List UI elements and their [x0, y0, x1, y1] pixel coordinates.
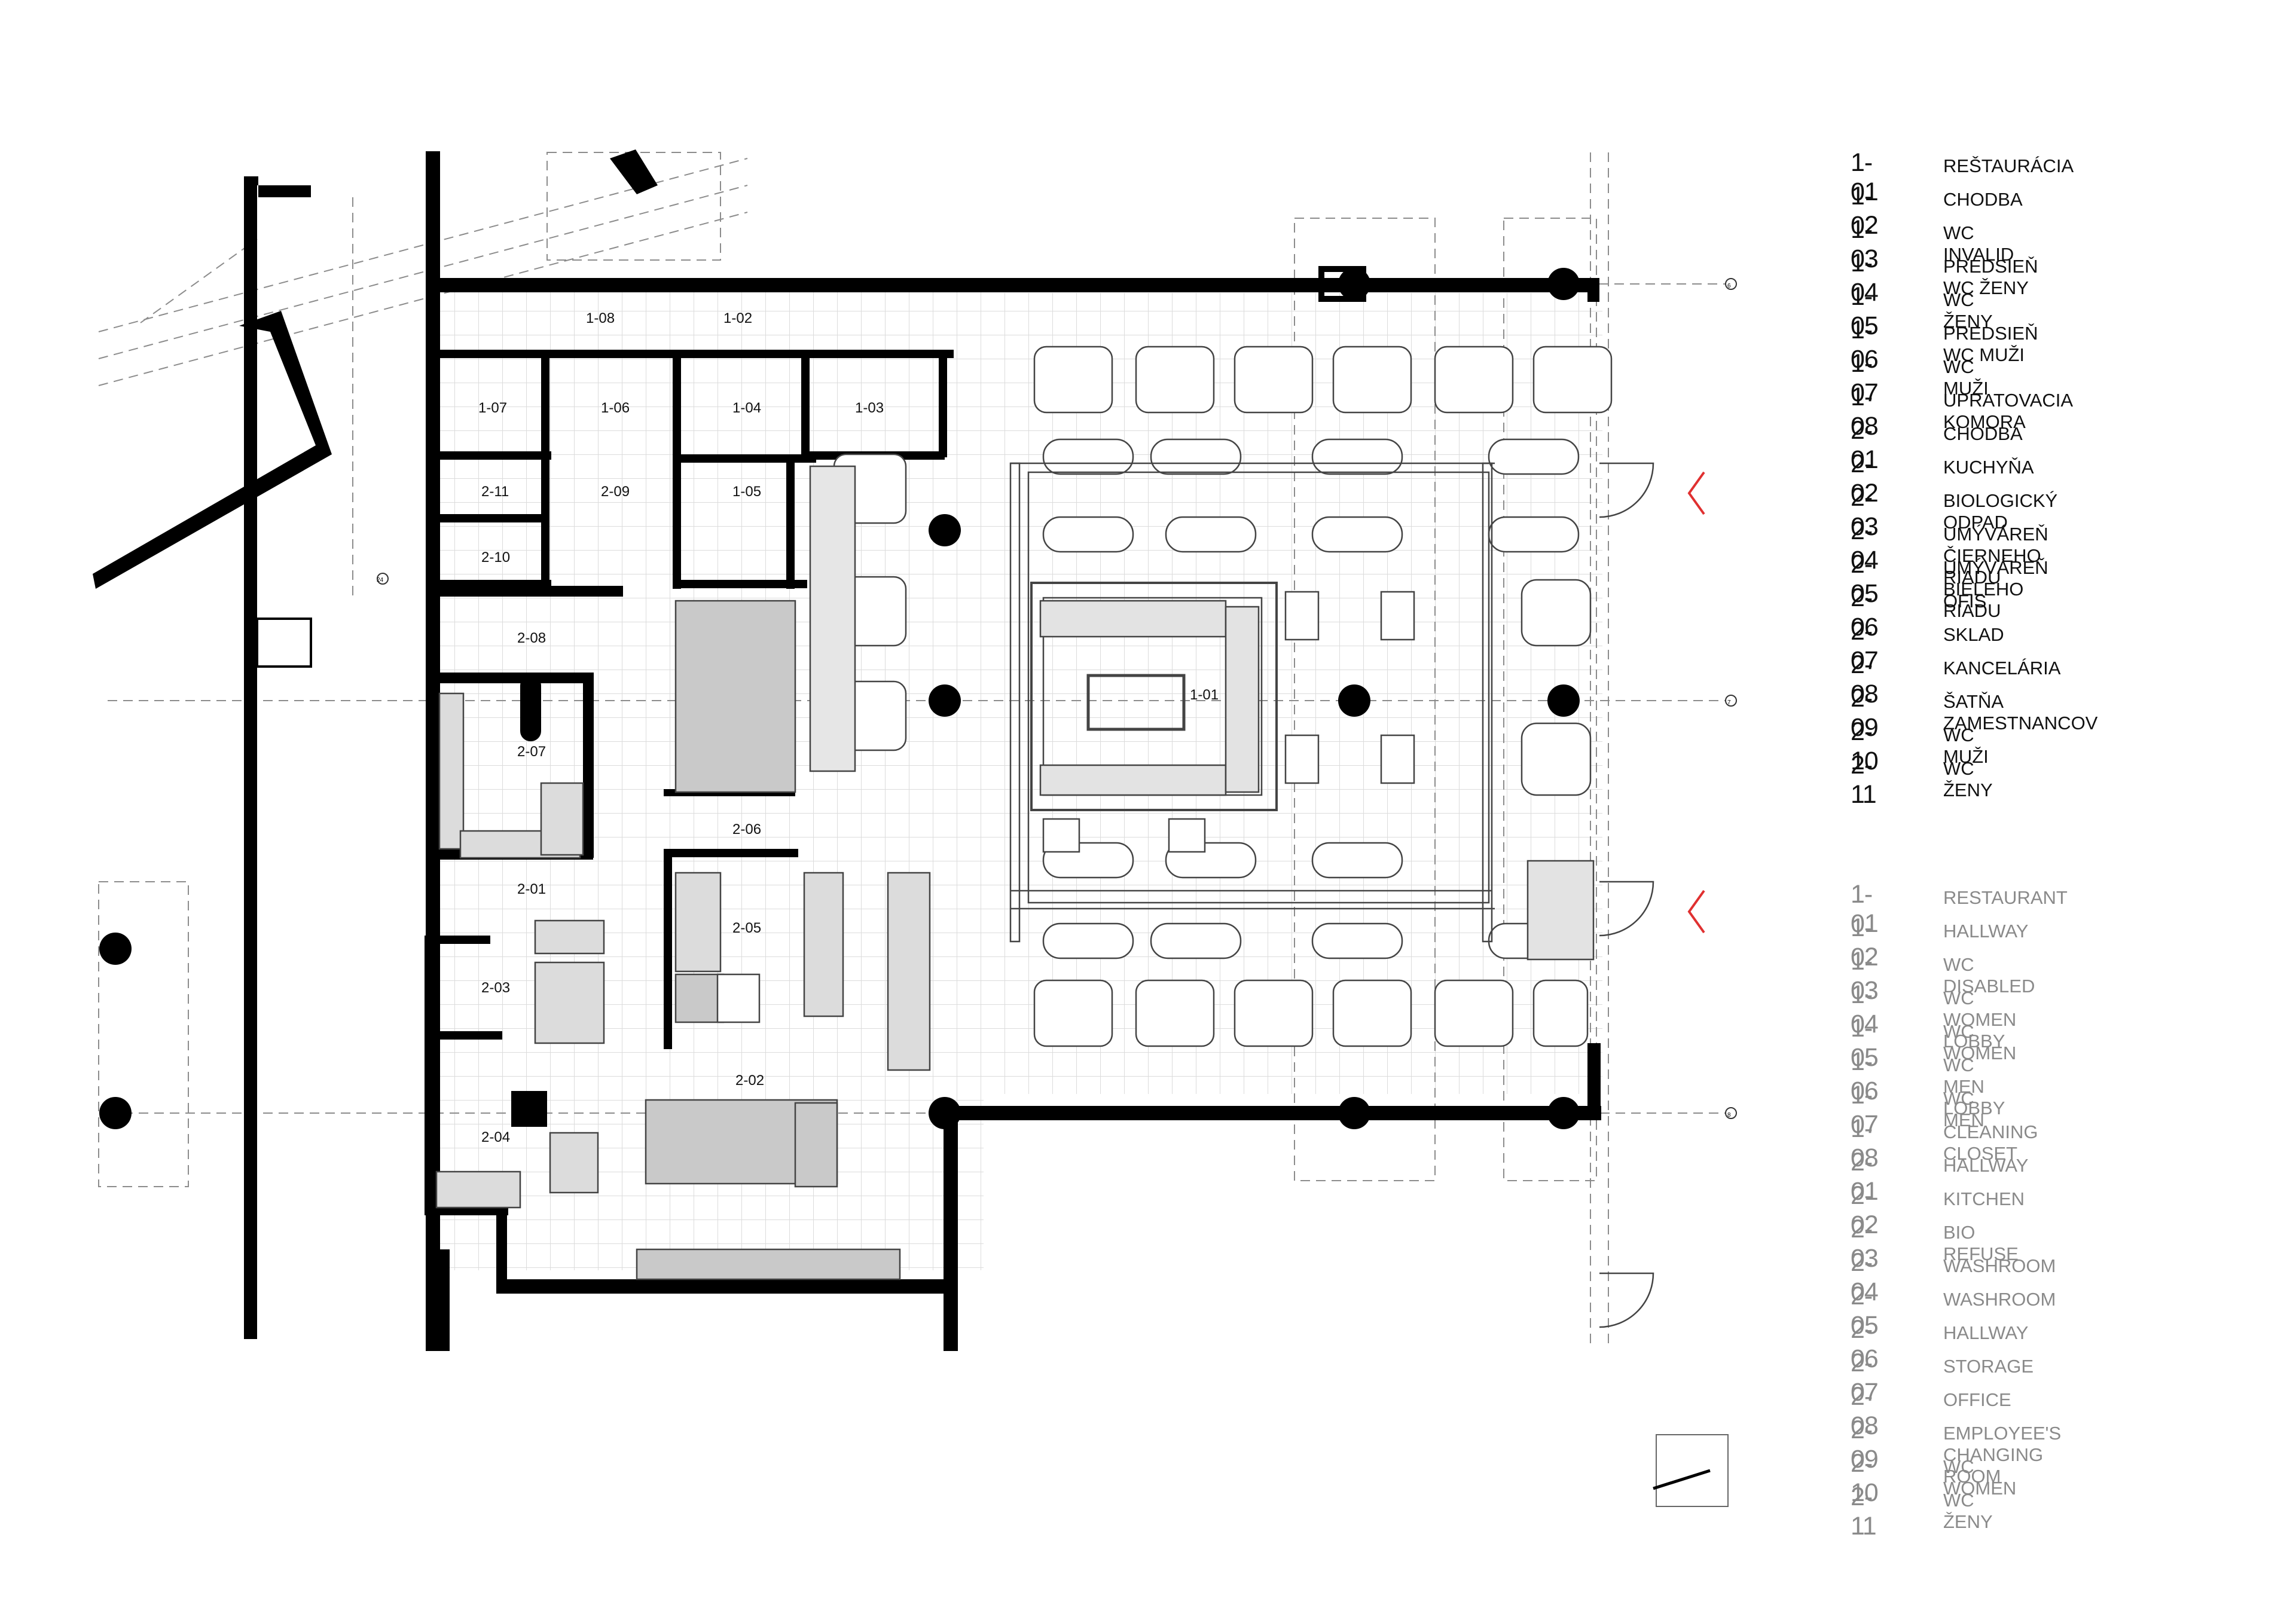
central-bar: [809, 462, 1595, 961]
svg-text:6: 6: [1727, 283, 1731, 289]
room-label-2-04: 2-04: [481, 1129, 510, 1145]
svg-text:24: 24: [377, 577, 384, 583]
entrance-marker-lower: [1687, 890, 1705, 934]
room-label-2-07: 2-07: [517, 744, 546, 760]
room-label-1-06: 1-06: [601, 400, 630, 416]
neighbour-walls: [93, 149, 658, 1339]
entrance-marker-upper: [1687, 471, 1705, 515]
room-label-2-10: 2-10: [481, 549, 510, 566]
grid-marker-24: 24: [377, 573, 389, 585]
grid-marker-6: 6: [1725, 278, 1737, 290]
svg-text:7: 7: [1727, 699, 1731, 706]
top-chair-row: [1033, 346, 1613, 414]
svg-text:8: 8: [1727, 1112, 1731, 1118]
grid-marker-8: 8: [1725, 1107, 1737, 1119]
room-label-2-01: 2-01: [517, 881, 546, 897]
entrance-doors: [1599, 462, 1654, 1328]
room-label-1-02: 1-02: [723, 310, 752, 326]
room-label-2-06: 2-06: [732, 821, 761, 838]
kitchen-equipment: [435, 600, 931, 1280]
room-label-2-02: 2-02: [735, 1072, 764, 1089]
north-arrow: [1653, 1434, 1729, 1507]
room-label-2-09: 2-09: [601, 484, 630, 500]
columns: [99, 268, 1580, 1129]
room-labels: 1-01 1-02 1-03 1-04 1-05 1-06 1-07 1-08 …: [478, 310, 1219, 1145]
interior-walls: [425, 293, 954, 1285]
room-label-1-01: 1-01: [1190, 687, 1219, 703]
room-label-1-07: 1-07: [478, 400, 507, 416]
room-label-2-11: 2-11: [481, 484, 509, 500]
room-label-2-05: 2-05: [732, 920, 761, 936]
room-label-1-04: 1-04: [732, 400, 761, 416]
room-label-2-03: 2-03: [481, 980, 510, 996]
room-label-1-03: 1-03: [855, 400, 884, 416]
room-label-1-05: 1-05: [732, 484, 761, 500]
room-label-1-08: 1-08: [586, 310, 615, 326]
room-label-2-08: 2-08: [517, 630, 546, 646]
grid-marker-7: 7: [1725, 695, 1737, 707]
